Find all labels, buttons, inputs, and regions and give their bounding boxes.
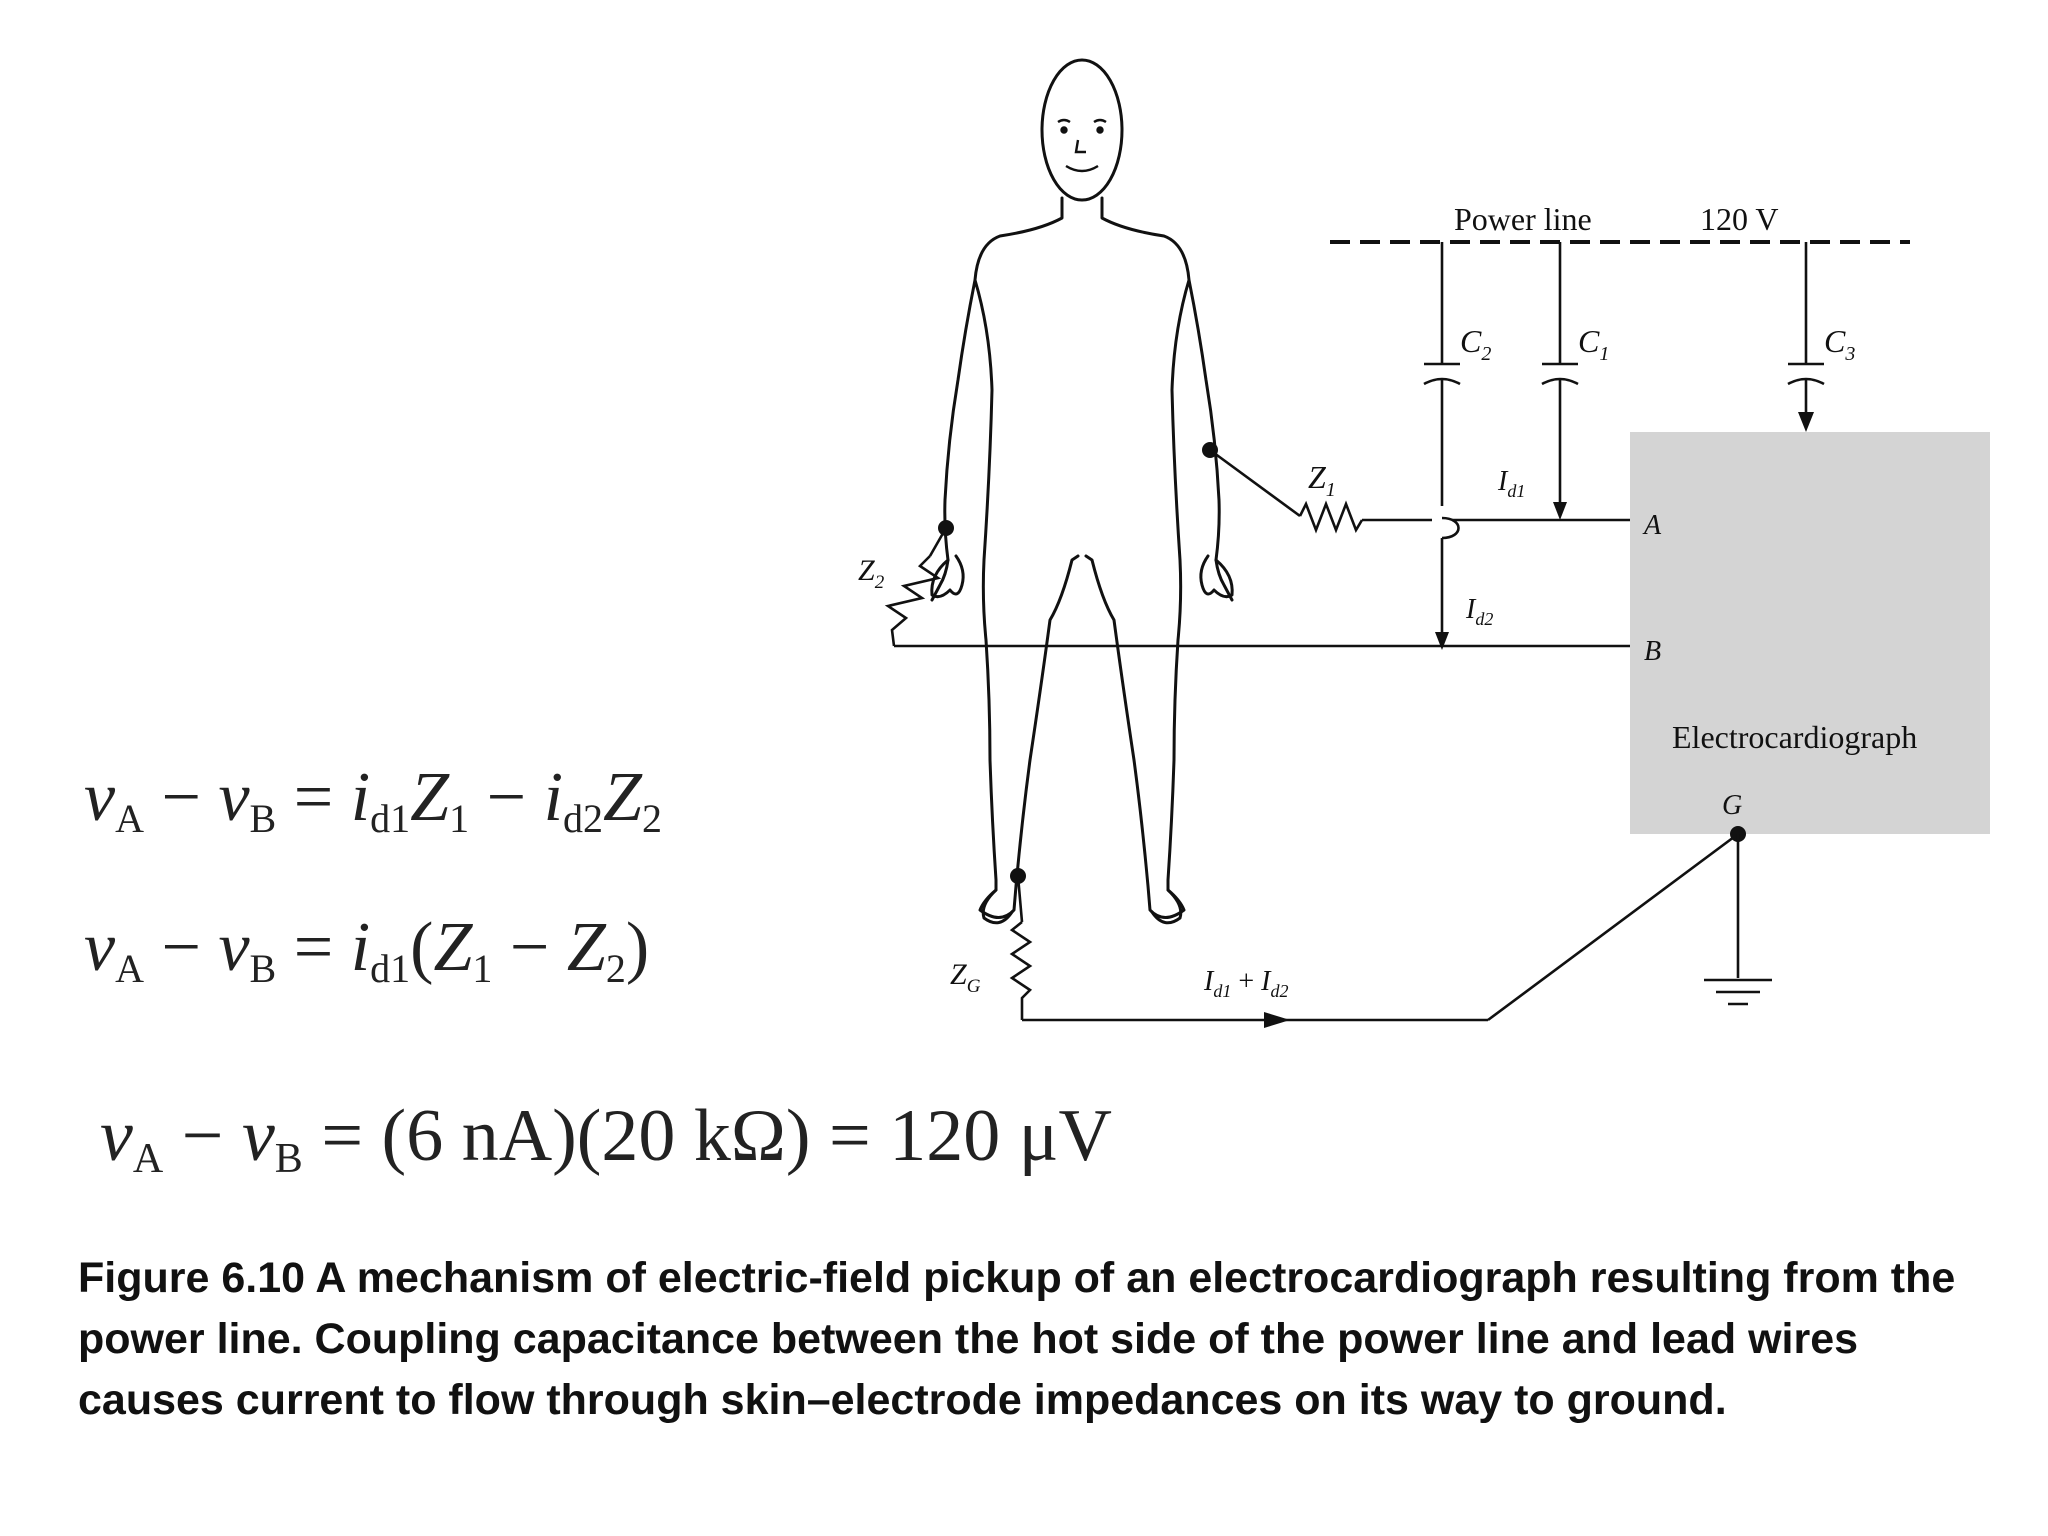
lead-a [1202,442,1630,534]
body-outline-right [1084,196,1234,919]
device-label: Electrocardiograph [1672,719,1917,755]
isum-arrowhead [1264,1012,1290,1028]
human-figure [930,58,1234,925]
z1-label: Z1 [1308,459,1336,501]
node-g-label: G [1722,790,1742,821]
right-hand [1199,554,1234,599]
node-a-label: A [1642,510,1662,541]
c2-label: C2 [1460,323,1491,365]
z2-label: Z2 [858,554,885,593]
power-line-label: Power line [1454,201,1592,237]
equation-1: vA − vB = id1Z1 − id2Z2 [84,759,662,841]
zg-label: ZG [950,958,981,997]
id2-arrowhead [1435,632,1449,650]
body-outline-left [930,196,1080,919]
zg-resistor [1009,920,1033,1020]
isum-label: Id1 + Id2 [1203,966,1288,1001]
c1-label: C1 [1578,323,1609,365]
head-outline [1040,58,1124,202]
node-b-label: B [1644,636,1661,667]
left-hand [930,554,965,599]
left-foot [981,888,1014,925]
equation-3: vA − vB = (6 nA)(20 kΩ) = 120 μV [100,1095,1112,1182]
capacitor-c2 [1423,242,1461,650]
ground-path [1009,826,1772,1028]
right-foot [1150,888,1183,925]
id1-label: Id1 [1497,466,1525,501]
id2-label: Id2 [1465,594,1493,629]
z2-resistor [884,555,942,647]
c3-arrowhead [1798,412,1814,432]
id1-arrowhead [1553,502,1567,520]
lead-b [884,520,1630,648]
figure-caption: Figure 6.10 A mechanism of electric-fiel… [78,1254,1956,1424]
c3-label: C3 [1824,323,1855,365]
capacitor-c1 [1541,242,1579,520]
z1-resistor [1298,500,1364,534]
capacitor-c3 [1787,242,1825,432]
voltage-label: 120 V [1700,201,1779,237]
electrocardiograph-box [1630,432,1990,834]
face [1057,118,1107,173]
equation-2: vA − vB = id1(Z1 − Z2) [84,909,649,991]
